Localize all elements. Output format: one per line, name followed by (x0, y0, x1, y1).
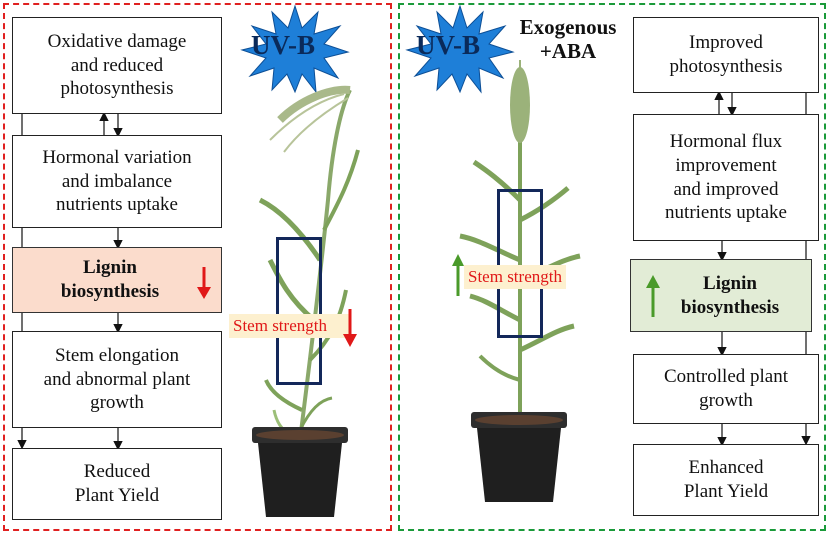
stem-highlight-rect-left (276, 237, 322, 385)
hormonal-variation-box: Hormonal variation and imbalance nutrien… (12, 135, 222, 228)
up-arrow-icon (452, 254, 464, 296)
lignin-biosynthesis-down-text: Lignin biosynthesis (60, 257, 160, 302)
improved-photosynthesis-box: Improved photosynthesis (633, 17, 819, 93)
stem-strength-label-right: Stem strength (464, 265, 566, 289)
lignin-biosynthesis-up-text: Lignin biosynthesis (680, 272, 780, 318)
hormonal-flux-text: Hormonal flux improvement and improved n… (665, 131, 787, 224)
controlled-growth-box: Controlled plant growth (633, 354, 819, 424)
reduced-yield-text: Reduced Plant Yield (74, 461, 160, 506)
stem-elongation-box: Stem elongation and abnormal plant growt… (12, 331, 222, 428)
lignin-biosynthesis-down-box: Lignin biosynthesis (12, 247, 222, 313)
pot-icon (252, 427, 348, 517)
stem-strength-label-left: Stem strength (229, 314, 349, 338)
up-arrow-icon (646, 275, 660, 317)
exogenous-aba-label: Exogenous +ABA (519, 15, 617, 64)
down-arrow-icon (197, 267, 211, 299)
right-panel (398, 3, 826, 531)
uvb-label-left: UV-B (251, 30, 315, 60)
enhanced-yield-text: Enhanced Plant Yield (683, 457, 769, 502)
stem-strength-text-left: Stem strength (233, 316, 327, 335)
down-arrow-icon (343, 309, 357, 347)
oxidative-damage-text: Oxidative damage and reduced photosynthe… (47, 30, 187, 100)
enhanced-yield-box: Enhanced Plant Yield (633, 444, 819, 516)
pot-icon (471, 412, 567, 502)
stem-strength-text-right: Stem strength (468, 267, 562, 286)
hormonal-flux-box: Hormonal flux improvement and improved n… (633, 114, 819, 241)
stem-highlight-rect-right (497, 189, 543, 338)
lignin-biosynthesis-up-box: Lignin biosynthesis (630, 259, 812, 332)
oxidative-damage-box: Oxidative damage and reduced photosynthe… (12, 17, 222, 114)
left-panel (3, 3, 392, 531)
improved-photosynthesis-text: Improved photosynthesis (669, 32, 783, 77)
stem-elongation-text: Stem elongation and abnormal plant growt… (43, 344, 191, 414)
uvb-star-icon (405, 4, 515, 94)
uvb-label-right: UV-B (416, 30, 480, 60)
reduced-yield-box: Reduced Plant Yield (12, 448, 222, 520)
wheat-plant-icon (459, 60, 581, 415)
controlled-growth-text: Controlled plant growth (663, 366, 788, 411)
hormonal-variation-text: Hormonal variation and imbalance nutrien… (42, 146, 192, 216)
uvb-star-icon (240, 4, 350, 94)
